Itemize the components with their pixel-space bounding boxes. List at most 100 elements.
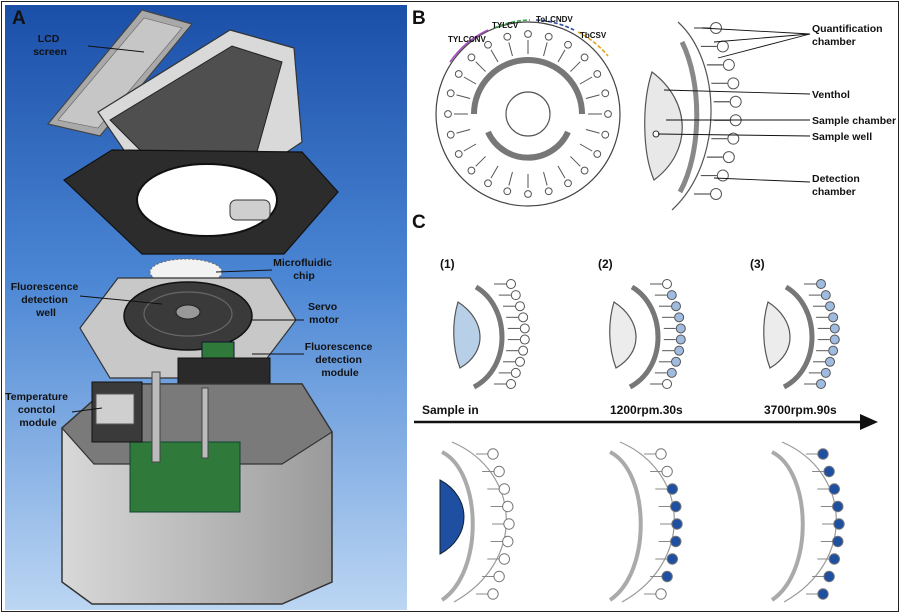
sector-chamber — [727, 132, 740, 145]
disc-stub — [579, 143, 593, 152]
photo-chamber — [493, 570, 505, 583]
photo-chamber — [661, 465, 673, 478]
disc-chamber — [467, 166, 476, 175]
stage-3700rpm: 3700rpm.90s — [764, 403, 837, 417]
disc-stub — [475, 61, 486, 72]
sector-chamber — [722, 151, 735, 164]
disc-chamber — [446, 89, 455, 98]
stage-sample-in: Sample in — [422, 403, 479, 417]
timeline-arrow-head — [860, 414, 878, 430]
sample-chamber — [609, 301, 637, 369]
chamber — [510, 290, 521, 301]
label-tbcsv: TbCSV — [580, 31, 607, 40]
channel-arc — [628, 284, 661, 390]
disc-stub — [579, 76, 593, 85]
chamber — [816, 379, 826, 389]
disc-chamber — [503, 32, 512, 41]
photo-chamber — [493, 465, 505, 478]
disc-stub — [557, 165, 566, 179]
photo-chamber — [833, 518, 845, 530]
photo-chamber — [823, 570, 835, 583]
chamber — [506, 379, 516, 389]
sector-chamber — [722, 58, 735, 71]
panel-a: A — [5, 5, 407, 610]
step-1-label: (1) — [440, 257, 455, 271]
photo-stage-3 — [770, 441, 845, 603]
sector-chamber — [729, 95, 742, 108]
sector-channel — [677, 40, 700, 194]
disc-stub — [570, 61, 581, 72]
photo-channel — [440, 450, 475, 602]
chamber — [666, 290, 677, 301]
disc-chamber — [580, 166, 589, 175]
disc-chamber — [484, 40, 492, 49]
disc-stub — [585, 94, 600, 99]
servo-motor-label: Servo motor — [308, 301, 340, 326]
sample-chamber — [644, 71, 683, 181]
photo-chamber — [823, 465, 835, 478]
chamber — [674, 312, 685, 323]
disc-stub — [463, 143, 477, 152]
disc-stub — [543, 171, 548, 186]
stage-1200rpm: 1200rpm.30s — [610, 403, 683, 417]
chamber — [824, 301, 835, 312]
chamber — [506, 279, 516, 289]
disc-stub — [490, 49, 499, 63]
disc-chamber — [593, 70, 602, 78]
chamber — [824, 356, 835, 367]
chamber — [675, 323, 686, 334]
photo-chamber — [498, 483, 511, 495]
sample-chamber — [453, 301, 481, 369]
disc-edge — [451, 441, 507, 603]
disc-chamber — [593, 150, 602, 158]
chamber — [519, 323, 530, 334]
panel-b-leaders — [657, 27, 811, 183]
panel-c: C (1) (2) (3) Sample in 1200rpm.30s 3700… — [412, 212, 878, 603]
chamber — [829, 323, 840, 334]
label-tolcndv: ToLCNDV — [536, 15, 573, 24]
panel-a-leaders — [71, 45, 304, 413]
disc-channel-bottom — [485, 130, 571, 161]
chamber — [820, 290, 831, 301]
chamber — [666, 367, 677, 378]
fluorescence-well-label: Fluorescence detection well — [11, 281, 82, 319]
sector-chamber — [727, 77, 740, 90]
chamber — [828, 345, 839, 356]
photo-chamber — [487, 588, 499, 600]
disc-chamber — [564, 40, 572, 49]
chamber — [514, 301, 525, 312]
arc-tylcv — [493, 19, 531, 29]
panel-b: B TYLCCNV TYLCV ToLCNDV TbCSV — [412, 8, 896, 211]
photo-channel — [608, 450, 643, 602]
disc-stub — [490, 165, 499, 179]
photo-chamber — [666, 553, 679, 565]
chamber — [670, 301, 681, 312]
photo-chamber — [503, 518, 515, 530]
photo-chamber — [487, 448, 499, 460]
disc-stub — [475, 156, 486, 167]
chamber — [816, 279, 826, 289]
chamber — [675, 334, 686, 345]
photo-chamber — [670, 535, 682, 548]
label-tylcv: TYLCV — [492, 21, 519, 30]
sector-outer-edge — [671, 21, 712, 211]
disc-stub — [543, 42, 548, 57]
photo-chamber — [502, 500, 514, 513]
disc-chamber — [454, 150, 463, 158]
step-3-label: (3) — [750, 257, 765, 271]
chamber — [662, 379, 672, 389]
photo-chamber — [655, 448, 667, 460]
photo-chamber — [670, 500, 682, 513]
sector-chamber — [716, 169, 729, 182]
quantification-chamber-label: Quantification chamber — [812, 23, 886, 48]
lcd-label: LCD screen — [33, 33, 67, 58]
chamber — [828, 312, 839, 323]
sector-chambers — [694, 22, 742, 200]
fluorescence-module-label: Fluorescence detection module — [305, 341, 376, 379]
photo-chamber — [498, 553, 511, 565]
microfluidic-chip-label: Microfluidic chip — [273, 257, 335, 282]
disc-chamber — [484, 179, 492, 188]
disc-chamber — [544, 187, 553, 196]
channel-arc — [782, 284, 815, 390]
